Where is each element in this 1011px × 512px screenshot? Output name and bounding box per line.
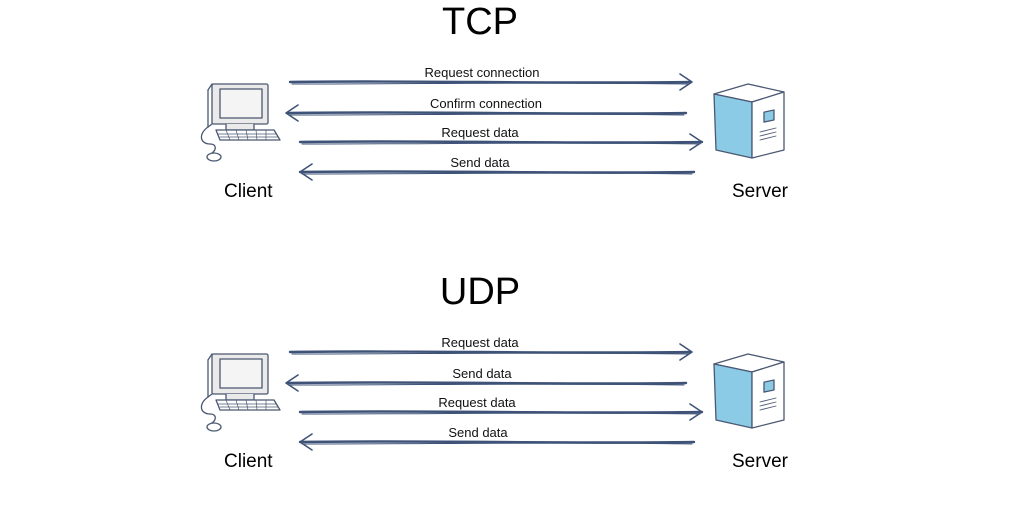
server-label: Server (732, 451, 788, 472)
udp-message-arrows: Request data Send data Request data Send… (285, 335, 704, 451)
message-label: Confirm connection (430, 96, 542, 111)
message-label: Send data (450, 155, 510, 170)
tcp-title: TCP (442, 1, 518, 43)
message-label: Send data (452, 366, 512, 381)
client-label: Client (224, 181, 273, 202)
message-label: Request data (438, 395, 516, 410)
message-request-data: Request data (288, 335, 693, 361)
tcp-message-arrows: Request connection Confirm connection Re… (285, 65, 704, 181)
message-send-data: Send data (298, 425, 696, 451)
message-confirm-connection: Confirm connection (285, 96, 688, 122)
udp-title: UDP (439, 271, 521, 313)
message-request-data: Request data (298, 125, 704, 151)
server-label: Server (732, 181, 788, 202)
message-send-data: Send data (285, 366, 688, 392)
desktop-computer-icon (200, 353, 281, 432)
message-request-connection: Request connection (288, 65, 693, 91)
message-label: Request data (441, 335, 519, 350)
message-label: Request data (441, 125, 519, 140)
client-label: Client (224, 451, 273, 472)
message-label: Send data (448, 425, 508, 440)
udp-diagram: UDP Client Server (0, 270, 1011, 512)
message-request-data: Request data (298, 395, 704, 421)
desktop-computer-icon (200, 83, 281, 162)
message-send-data: Send data (298, 155, 696, 181)
server-tower-icon (713, 353, 785, 429)
tcp-diagram: TCP Client Server (0, 0, 1011, 242)
server-tower-icon (713, 83, 785, 159)
message-label: Request connection (425, 65, 540, 80)
